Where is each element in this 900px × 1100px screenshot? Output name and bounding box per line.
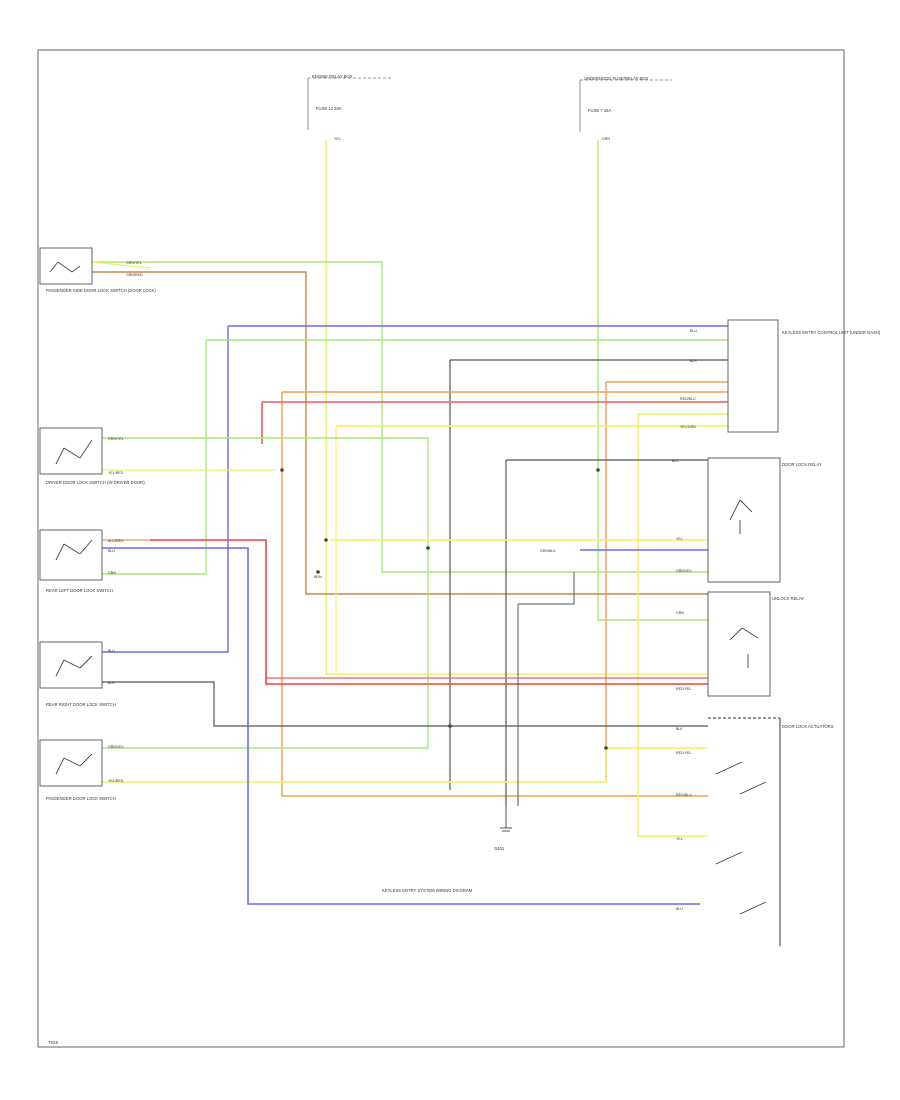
wire-label-2: GRN/RED xyxy=(126,273,143,277)
wire-label-21: RED/YEL xyxy=(676,687,691,691)
wire-red-29 xyxy=(150,539,708,685)
wire-label-18: GRN/BLK xyxy=(540,549,556,553)
wire-brown-5 xyxy=(92,271,708,595)
fuse-block-right-fuse: FUSE 7 15A xyxy=(588,108,611,113)
switch-rear-right: REAR RIGHT DOOR LOCK SWITCH xyxy=(39,641,116,707)
ground-point: G401 xyxy=(494,806,512,851)
switch-top-left: PASSENGER SIDE DOOR LOCK SWITCH (DOOR LO… xyxy=(39,247,156,293)
splice-dot-4 xyxy=(604,746,608,750)
fuse-block-right-name: UNDERHOOD FUSE/RELAY BOX xyxy=(584,76,649,81)
wire-orange-15 xyxy=(281,392,708,797)
control-unit: KEYLESS ENTRY CONTROL UNIT (UNDER DASH) xyxy=(727,319,881,433)
fuse-block-left-name: ENGINE RELAY BOX xyxy=(312,74,353,79)
switch-rear-left: REAR LEFT DOOR LOCK SWITCH xyxy=(39,529,113,593)
switch-top-left-label: PASSENGER SIDE DOOR LOCK SWITCH (DOOR LO… xyxy=(46,288,156,293)
unlock-relay-label: UNLOCK RELAY xyxy=(772,596,804,601)
wire-blue-30 xyxy=(102,547,700,905)
wire-blue-7 xyxy=(102,326,229,653)
switch-passenger-label: PASSENGER DOOR LOCK SWITCH xyxy=(46,796,116,801)
splice-dot-6 xyxy=(280,468,284,472)
wire-green-9 xyxy=(102,340,207,575)
fuse-block-left: ENGINE RELAY BOX FUSE 12 20A YEL xyxy=(307,74,392,141)
lock-actuators-label: DOOR LOCK ACTUATORS xyxy=(782,724,834,729)
wire-label-27: BRN xyxy=(314,575,322,579)
unlock-relay: UNLOCK RELAY xyxy=(707,591,804,697)
wire-label-15: YEL/GRN xyxy=(680,425,696,429)
switch-driver: DRIVER DOOR LOCK SWITCH (IN DRIVER DOOR) xyxy=(39,427,145,485)
wire-label-8: BLU xyxy=(108,649,115,653)
wire-label-17: YEL xyxy=(676,537,683,541)
lock-relay: DOOR LOCK RELAY xyxy=(707,457,822,583)
wire-green-22 xyxy=(102,437,429,749)
wire-label-13: BLK xyxy=(690,359,697,363)
wire-label-9: BLK xyxy=(108,681,115,685)
wire-label-4: YEL/RED xyxy=(108,471,124,475)
wire-black-27 xyxy=(102,681,708,727)
splice-dot-5 xyxy=(596,468,600,472)
wire-green-3 xyxy=(92,261,708,573)
wire-yellow-26 xyxy=(102,747,708,783)
wire-label-23: RED/YEL xyxy=(676,751,691,755)
control-unit-label: KEYLESS ENTRY CONTROL UNIT (UNDER DASH) xyxy=(782,330,881,335)
wire-label-7: GRN xyxy=(108,571,116,575)
splice-dot-1 xyxy=(324,538,328,542)
wire-label-19: GRN/YEL xyxy=(676,569,692,573)
wire-green-2 xyxy=(597,140,708,621)
page-code: T5X5 xyxy=(48,1040,59,1045)
diagram-frame xyxy=(37,49,845,1048)
wire-label-24: RED/BLU xyxy=(676,793,692,797)
splice-dot-3 xyxy=(448,724,452,728)
wire-label-3: GRN/YEL xyxy=(108,437,124,441)
lock-relay-label: DOOR LOCK RELAY xyxy=(782,462,822,467)
wire-label-5: BLU/RED xyxy=(108,539,124,543)
switch-driver-label: DRIVER DOOR LOCK SWITCH (IN DRIVER DOOR) xyxy=(46,480,145,485)
wire-label-25: YEL xyxy=(676,837,683,841)
wire-label-26: BLU xyxy=(676,907,683,911)
switch-rear-right-label: REAR RIGHT DOOR LOCK SWITCH xyxy=(46,702,116,707)
switch-passenger: PASSENGER DOOR LOCK SWITCH xyxy=(39,739,116,801)
wire-label-group: GRN/YEL GRN/RED GRN/YEL YEL/RED BLU/RED … xyxy=(108,261,697,911)
switch-rear-left-label: REAR LEFT DOOR LOCK SWITCH xyxy=(46,588,113,593)
splice-dot-2 xyxy=(426,546,430,550)
wire-yellow-1 xyxy=(325,140,708,675)
fuse-block-left-fuse: FUSE 12 20A xyxy=(316,106,342,111)
wire-label-14: RED/BLU xyxy=(680,397,696,401)
wire-label-1: GRN/YEL xyxy=(126,261,142,265)
wire-label-12: BLU xyxy=(690,329,697,333)
wire-label-22: BLK xyxy=(676,727,683,731)
wire-label-11: YEL/RED xyxy=(108,779,124,783)
splice-dot-7 xyxy=(316,570,320,574)
ground-label: G401 xyxy=(494,846,505,851)
wire-group xyxy=(91,140,728,905)
wire-yellow-19 xyxy=(637,414,708,837)
lock-actuators: DOOR LOCK ACTUATORS xyxy=(708,717,834,946)
fuse-block-right: UNDERHOOD FUSE/RELAY BOX FUSE 7 15A GRN xyxy=(579,76,672,141)
wire-black-33 xyxy=(518,572,575,605)
diagram-note: KEYLESS ENTRY SYSTEM WIRING DIAGRAM xyxy=(382,888,473,893)
wire-label-20: GRN xyxy=(676,611,684,615)
wire-label-10: GRN/YEL xyxy=(108,745,124,749)
fuse-block-right-wire: GRN xyxy=(602,137,610,141)
wire-label-6: BLU xyxy=(108,549,115,553)
wire-label-16: BLK xyxy=(672,459,679,463)
fuse-block-left-wire: YEL xyxy=(334,137,341,141)
wire-yellow-4 xyxy=(91,261,151,269)
